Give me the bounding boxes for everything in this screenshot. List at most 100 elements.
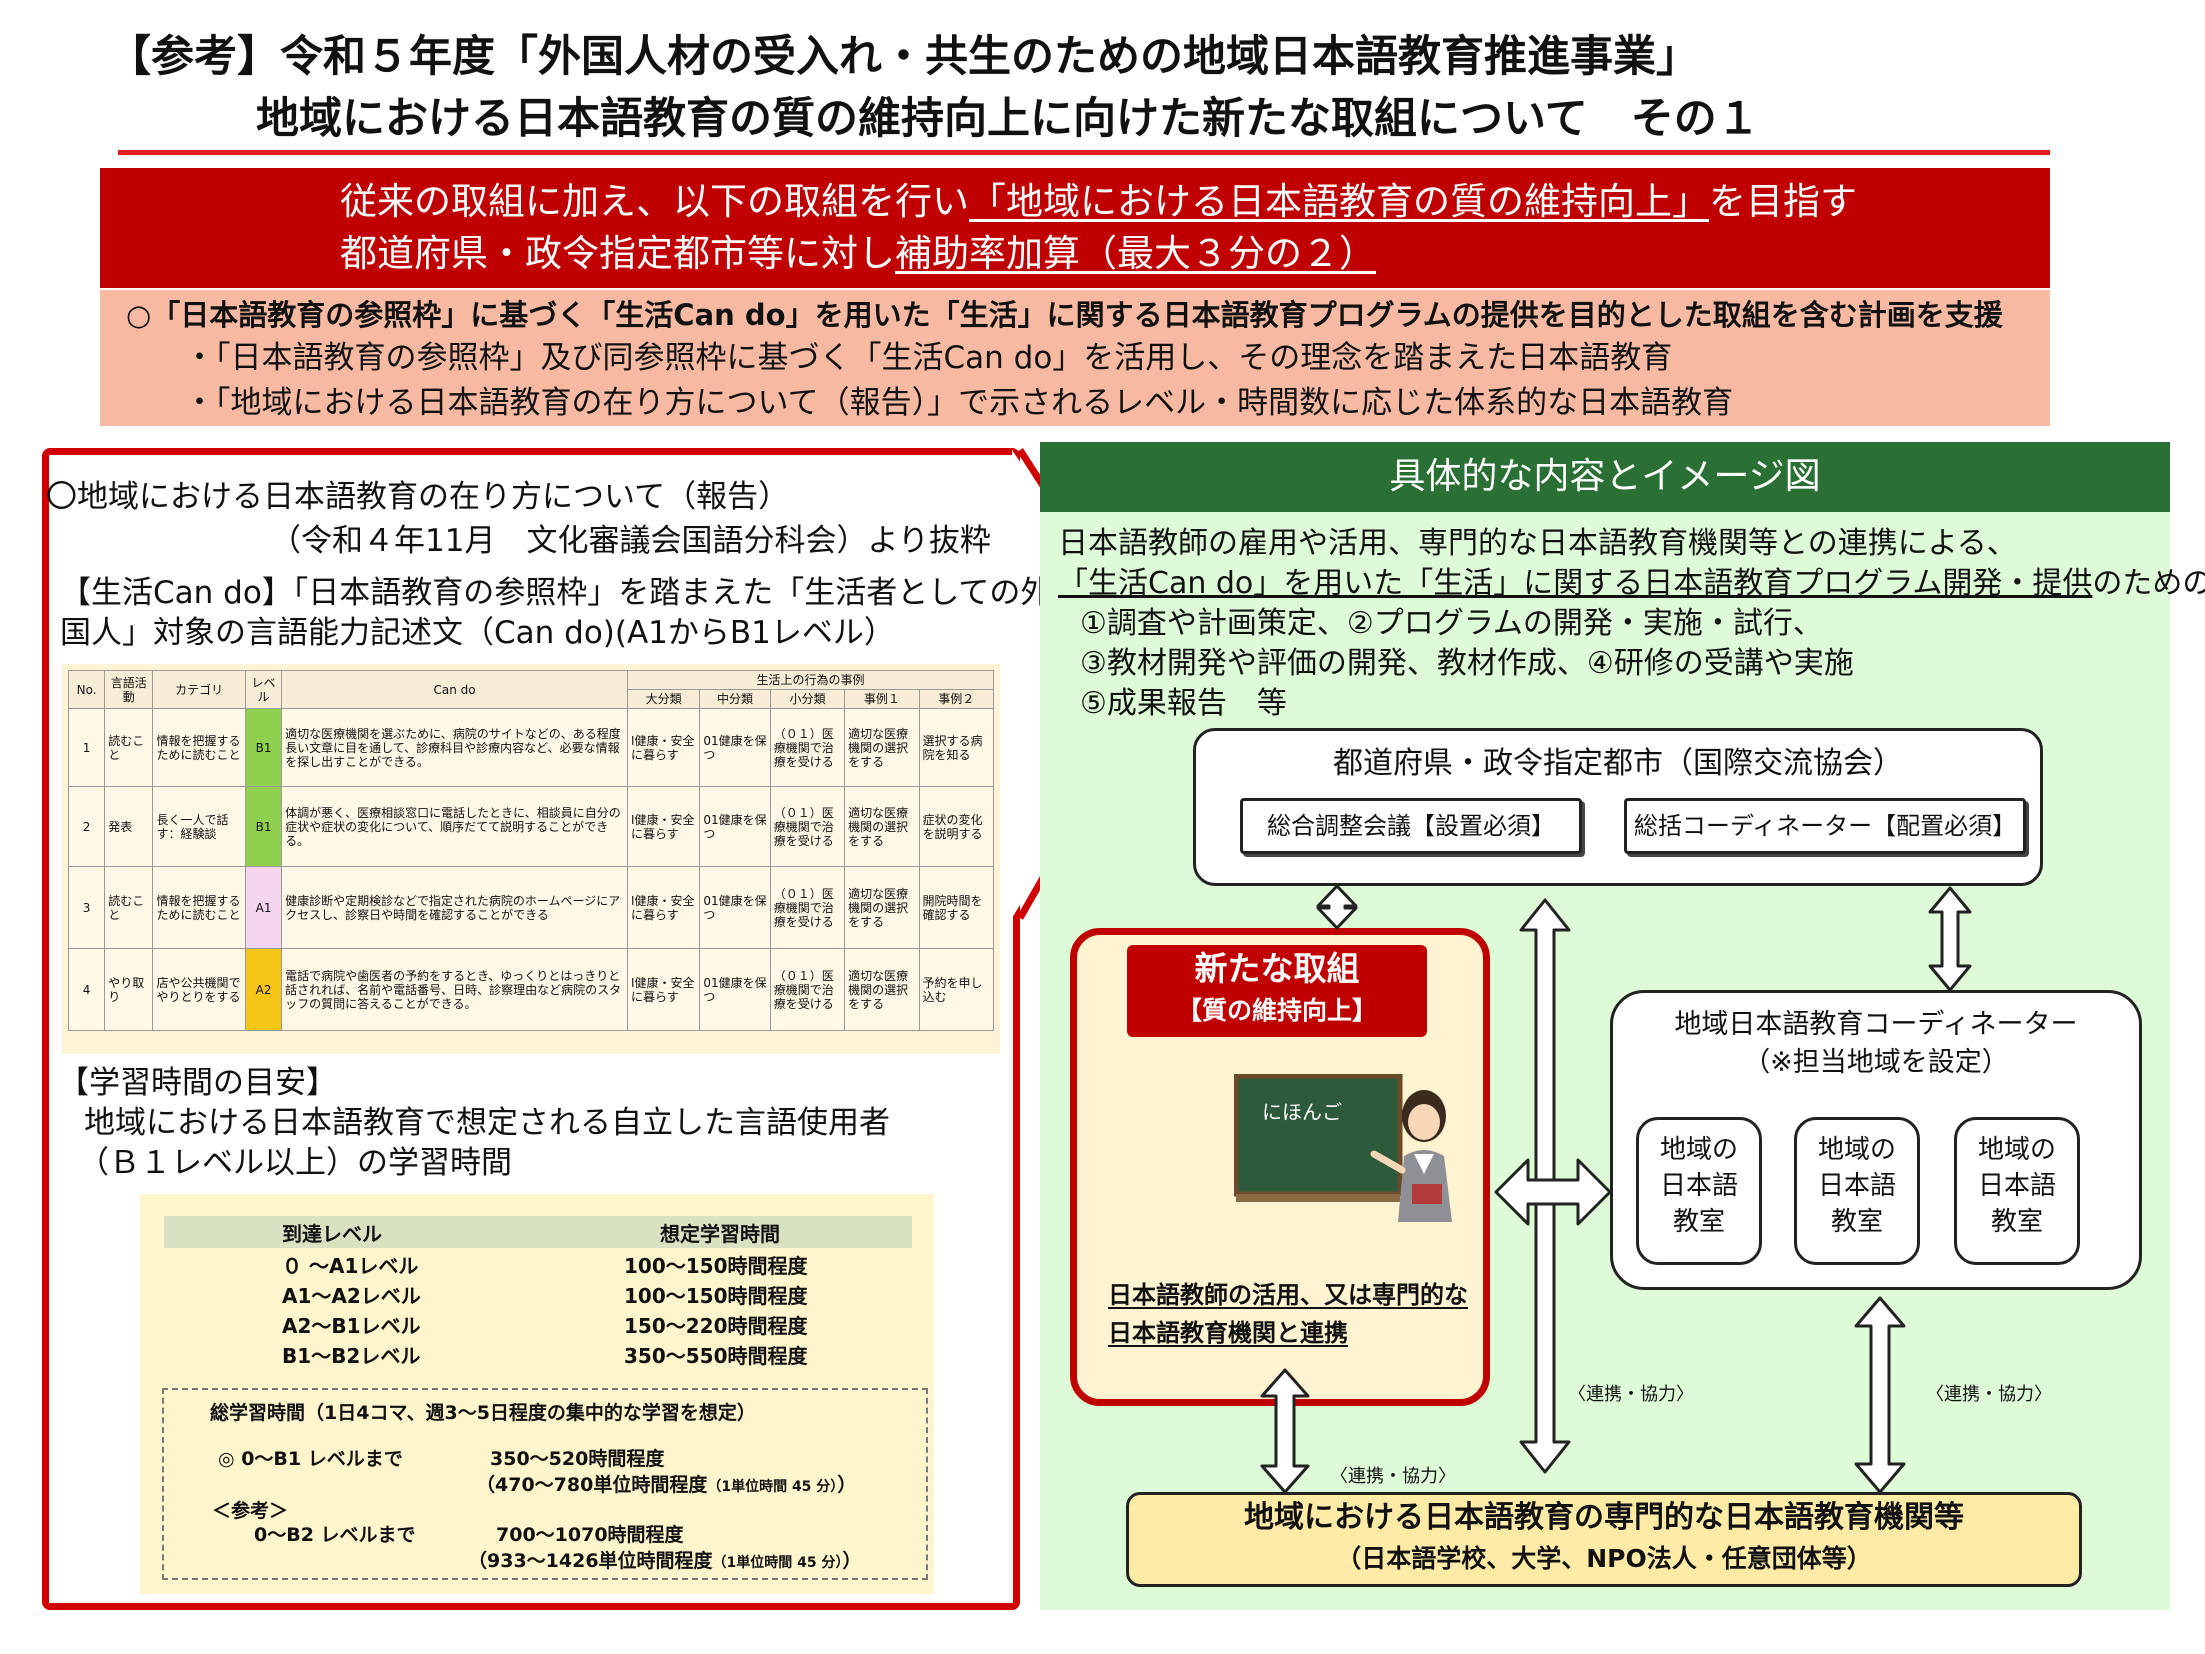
classroom-text-line: 地域の: [1659, 1135, 1738, 1165]
study-heading: 【学習時間の目安】: [58, 1065, 337, 1101]
title-line-1: 【参考】令和５年度「外国人材の受入れ・共生のための地域日本語教育推進事業」: [108, 32, 1699, 82]
time-hours: 100～150時間程度: [624, 1254, 808, 1278]
support-box: ○「日本語教育の参照枠」に基づく「生活Can do」を用いた「生活」に関する日本…: [100, 290, 2050, 426]
table-row: 1 読むこと 情報を把握するために読むこと B1 適切な医療機関を選ぶために、病…: [67, 708, 995, 787]
cell-level: B1: [244, 708, 283, 787]
total-a-label: ◎ 0～B1 レベルまで: [218, 1448, 403, 1470]
time-hours: 350～550時間程度: [624, 1344, 808, 1368]
th-ex2: 事例２: [918, 689, 995, 709]
regional-coordinator-note: （※担当地域を設定）: [1743, 1047, 2009, 1078]
cell-category: 情報を把握するために読むこと: [152, 708, 246, 787]
th-level: レベル: [244, 670, 283, 709]
time-level: B1～B2レベル: [282, 1344, 421, 1368]
banner-l2-underlined: 補助率加算（最大３分の２）: [895, 232, 1376, 275]
cell-ex2: 予約を申し込む: [918, 948, 995, 1031]
study-line-2: （Ｂ１レベル以上）の学習時間: [78, 1145, 512, 1181]
cell-middle: 01健康を保つ: [699, 948, 771, 1031]
image-panel-header: 具体的な内容とイメージ図: [1040, 442, 2170, 512]
cell-activity: 発表: [104, 786, 154, 867]
title-divider: [118, 150, 2050, 155]
institutions-box: 地域における日本語教育の専門的な日本語教育機関等 （日本語学校、大学、NPO法人…: [1126, 1492, 2082, 1587]
page-title: 【参考】令和５年度「外国人材の受入れ・共生のための地域日本語教育推進事業」 地域…: [108, 26, 1760, 150]
teacher-icon: [1370, 1090, 1452, 1222]
cell-ex2: 選択する病院を知る: [918, 708, 995, 787]
th-ex1: 事例１: [844, 689, 920, 709]
cell-ex2: 開院時間を確認する: [918, 866, 995, 949]
teacher-illustration: [1234, 1074, 1452, 1222]
cell-level: A1: [244, 866, 283, 949]
total-b-hours: 700～1070時間程度: [496, 1524, 684, 1546]
content-item-3: ⑤成果報告 等: [1080, 686, 1287, 721]
intro-line-2-post: のための: [2092, 566, 2205, 601]
total-heading: 総学習時間（1日4コマ、週3～5日程度の集中的な学習を想定）: [210, 1402, 756, 1424]
cando-desc-line-1: 【生活Can do】「日本語教育の参照枠」を踏まえた「生活者としての外: [60, 575, 1052, 611]
arrow-pref-new: [1316, 884, 1358, 930]
cell-activity: やり取り: [104, 948, 154, 1031]
report-title: 〇地域における日本語教育の在り方について（報告）: [46, 479, 790, 515]
total-a-units-text: （470～780単位時間程度: [476, 1474, 708, 1496]
goal-banner: 従来の取組に加え、以下の取組を行い「地域における日本語教育の質の維持向上」を目指…: [100, 168, 2050, 288]
blackboard-text: にほんご: [1262, 1100, 1342, 1124]
coop-label: 〈連携・協力〉: [1330, 1466, 1456, 1487]
total-b-label: 0～B2 レベルまで: [254, 1524, 416, 1546]
classroom-text-line: 地域の: [1977, 1135, 2056, 1165]
arrow-new-coord: [1494, 1158, 1612, 1226]
time-hours: 100～150時間程度: [624, 1284, 808, 1308]
cell-category: 長く一人で話す：経験談: [152, 786, 246, 867]
cell-middle: 01健康を保つ: [699, 786, 771, 867]
cell-major: Ⅰ健康・安全に暮らす: [626, 866, 701, 949]
time-table-header: [164, 1216, 912, 1248]
total-a-close: ）: [837, 1474, 857, 1496]
intro-line-2: 「生活Can do」を用いた「生活」に関する日本語教育プログラム開発・提供のため…: [1058, 564, 2205, 604]
classroom-text-line: 教室: [1672, 1207, 1725, 1237]
cell-ex1: 適切な医療機関の選択をする: [844, 948, 920, 1031]
th-major: 大分類: [626, 689, 701, 709]
total-ref: ＜参考＞: [212, 1500, 289, 1522]
intro-line-1: 日本語教師の雇用や活用、専門的な日本語教育機関等との連携による、: [1058, 526, 2017, 561]
th-no: No.: [67, 670, 106, 709]
banner-line-1: 従来の取組に加え、以下の取組を行い「地域における日本語教育の質の維持向上」を目指…: [340, 176, 2050, 228]
cell-ex2: 症状の変化を説明する: [918, 786, 995, 867]
banner-l2-pre: 都道府県・政令指定都市等に対し: [340, 232, 895, 275]
banner-line-2: 都道府県・政令指定都市等に対し補助率加算（最大３分の２）: [340, 228, 2050, 280]
new-initiative-description: 日本語教師の活用、又は専門的な日本語教育機関と連携: [1108, 1281, 1468, 1347]
cell-minor: （０１）医療機関で治療を受ける: [769, 786, 846, 867]
new-initiative-subtitle: 【質の維持向上】: [1176, 996, 1377, 1025]
total-a-hours: 350～520時間程度: [490, 1448, 665, 1470]
classroom-text-line: 地域の: [1817, 1135, 1896, 1165]
cell-minor: （０１）医療機関で治療を受ける: [769, 866, 846, 949]
time-col-level: 到達レベル: [282, 1222, 382, 1246]
banner-l1-underlined: 「地域における日本語教育の質の維持向上」: [969, 180, 1709, 223]
cell-level: B1: [244, 786, 283, 867]
total-study-time-box: [162, 1388, 928, 1580]
th-middle: 中分類: [699, 689, 771, 709]
classroom-text-line: 日本語: [1817, 1171, 1896, 1201]
cell-activity: 読むこと: [104, 708, 154, 787]
cell-major: Ⅰ健康・安全に暮らす: [626, 948, 701, 1031]
cell-ex1: 適切な医療機関の選択をする: [844, 786, 920, 867]
regional-classroom: 地域の日本語教室: [1954, 1117, 2080, 1265]
cell-cando: 電話で病院や歯医者の予約をするとき、ゆっくりとはっきりと話されれば、名前や電話番…: [281, 948, 628, 1031]
cell-middle: 01健康を保つ: [699, 866, 771, 949]
th-minor: 小分類: [769, 689, 846, 709]
total-b-units: （933～1426単位時間程度（1単位時間 45 分））: [468, 1546, 862, 1573]
main-coordinator-box: 総括コーディネーター【配置必須】: [1624, 798, 2026, 854]
support-heading: ○「日本語教育の参照枠」に基づく「生活Can do」を用いた「生活」に関する日本…: [126, 298, 2003, 332]
cell-cando: 健康診断や定期検診などで指定された病院のホームページにアクセスし、診察日や時間を…: [281, 866, 628, 949]
time-level: A2～B1レベル: [282, 1314, 421, 1338]
content-item-2: ③教材開発や評価の開発、教材作成、④研修の受講や実施: [1080, 646, 1854, 681]
table-row: 2 発表 長く一人で話す：経験談 B1 体調が悪く、医療相談窓口に電話したときに…: [67, 786, 995, 867]
support-bullet-1: ・「日本語教育の参照枠」及び同参照枠に基づく「生活Can do」を活用し、その理…: [184, 340, 1673, 376]
intro-line-2-underlined: 「生活Can do」を用いた「生活」に関する日本語教育プログラム開発・提供: [1058, 566, 2093, 601]
regional-coordinator-label: 地域日本語教育コーディネーター: [1674, 1009, 2078, 1040]
banner-l1-pre: 従来の取組に加え、以下の取組を行い: [340, 180, 969, 223]
cell-ex1: 適切な医療機関の選択をする: [844, 708, 920, 787]
cell-minor: （０１）医療機関で治療を受ける: [769, 948, 846, 1031]
new-initiative-label: 新たな取組 【質の維持向上】: [1127, 945, 1427, 1037]
total-a-units: （470～780単位時間程度（1単位時間 45 分））: [476, 1470, 856, 1497]
table-row: 4 やり取り 店や公共機関でやりとりをする A2 電話で病院や歯医者の予約をする…: [67, 948, 995, 1031]
cell-cando: 体調が悪く、医療相談窓口に電話したときに、相談員に自分の症状や症状の変化について…: [281, 786, 628, 867]
total-a-note: （1単位時間 45 分）: [707, 1479, 838, 1495]
study-line-1: 地域における日本語教育で想定される自立した言語使用者: [84, 1105, 890, 1141]
